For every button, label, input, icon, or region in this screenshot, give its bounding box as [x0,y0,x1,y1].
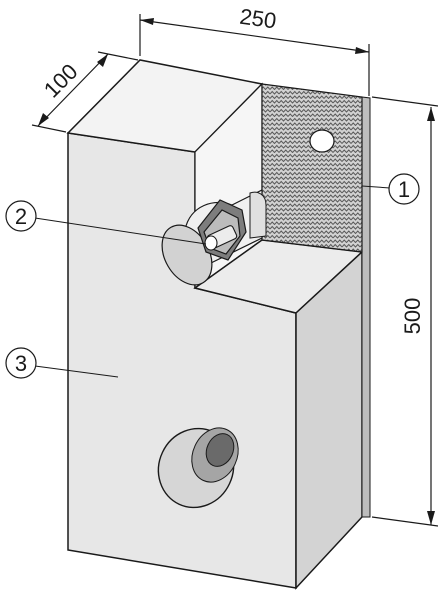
dimension-width-label: 250 [238,4,278,34]
insulation-hole [309,129,335,153]
bolt-end [204,235,218,251]
concrete-block [66,59,371,590]
insulation-edge [361,96,371,518]
callout-1: 1 [361,173,420,205]
dimension-depth-label: 100 [39,59,83,103]
callout-3-number: 3 [15,351,27,376]
anchor-bolt [197,199,247,261]
insulation-layer [261,83,363,253]
front-hole [157,427,239,509]
dimension-height-label: 500 [400,298,425,335]
callout-3: 3 [5,347,119,379]
callout-1-number: 1 [398,177,410,202]
callout-2-number: 2 [15,204,27,229]
dimension-height: 500 [371,96,438,527]
callout-2: 2 [5,200,207,245]
dimension-width: 250 [139,4,370,96]
